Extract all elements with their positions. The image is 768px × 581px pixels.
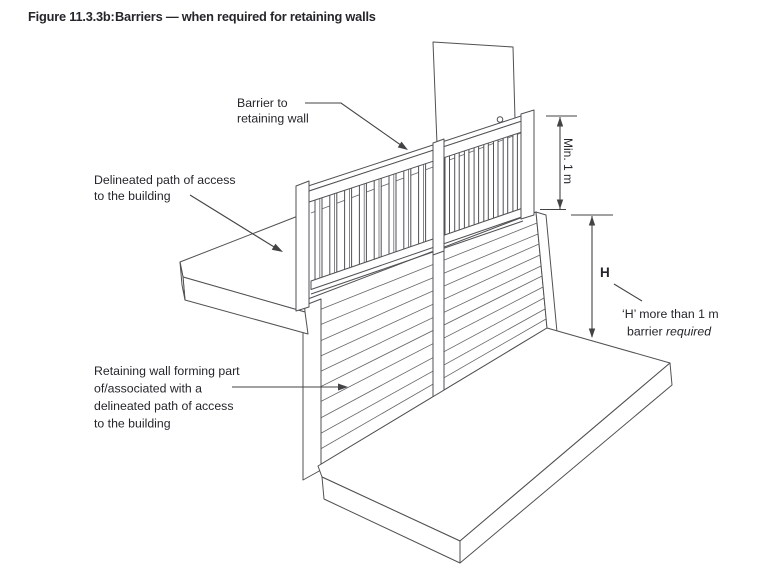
label-retaining-line3: delineated path of access: [94, 399, 233, 413]
label-retaining-line4: to the building: [94, 417, 171, 431]
ground-slab: [317, 327, 673, 564]
wall-boards: [308, 222, 547, 452]
label-access-path: Delineated path of access to the buildin…: [94, 173, 283, 252]
access-path-platform: [179, 215, 309, 335]
label-path-line1: Delineated path of access: [94, 173, 236, 187]
label-retaining-line2: of/associated with a: [94, 382, 202, 396]
barrier-left-post: [295, 180, 310, 312]
wall-middle-trim: [432, 247, 445, 399]
platform-end-face: [179, 261, 186, 301]
path-leader-arrowhead: [271, 243, 283, 252]
barrier-middle-post: [432, 138, 445, 256]
h-note-line2: barrier required: [627, 325, 712, 339]
path-leader-line: [189, 194, 280, 251]
dimension-h: H ‘H’ more than 1 m barrier required: [571, 214, 719, 339]
barrier-right-post: [520, 109, 535, 220]
dimension-min-1m: Min. 1 m: [540, 115, 577, 211]
barrier-leader-arrowhead: [397, 141, 408, 150]
h-note-line1: ‘H’ more than 1 m: [622, 307, 719, 321]
retaining-leader-arrowhead: [338, 383, 348, 391]
label-barrier-line1: Barrier to: [237, 96, 288, 110]
dim-min-1m-label: Min. 1 m: [561, 138, 575, 184]
barrier-leader-line: [305, 102, 406, 149]
label-barrier: Barrier to retaining wall: [237, 96, 408, 150]
barrier: [295, 109, 535, 312]
label-barrier-line2: retaining wall: [237, 112, 309, 126]
label-path-line2: to the building: [94, 189, 171, 203]
label-retaining-wall: Retaining wall forming part of/associate…: [94, 364, 348, 431]
bottom-rail-shadow-line: [310, 220, 524, 295]
ground-front-right-face: [459, 362, 673, 564]
retaining-wall: [302, 211, 558, 481]
figure-title: Barriers — when required for retaining w…: [115, 9, 376, 24]
rail-fixing-detail: [496, 116, 504, 123]
figure-number: Figure 11.3.3b:: [28, 9, 115, 24]
h-note-leader: [613, 283, 643, 302]
dim-h-label: H: [600, 265, 610, 280]
label-retaining-line1: Retaining wall forming part: [94, 364, 240, 378]
